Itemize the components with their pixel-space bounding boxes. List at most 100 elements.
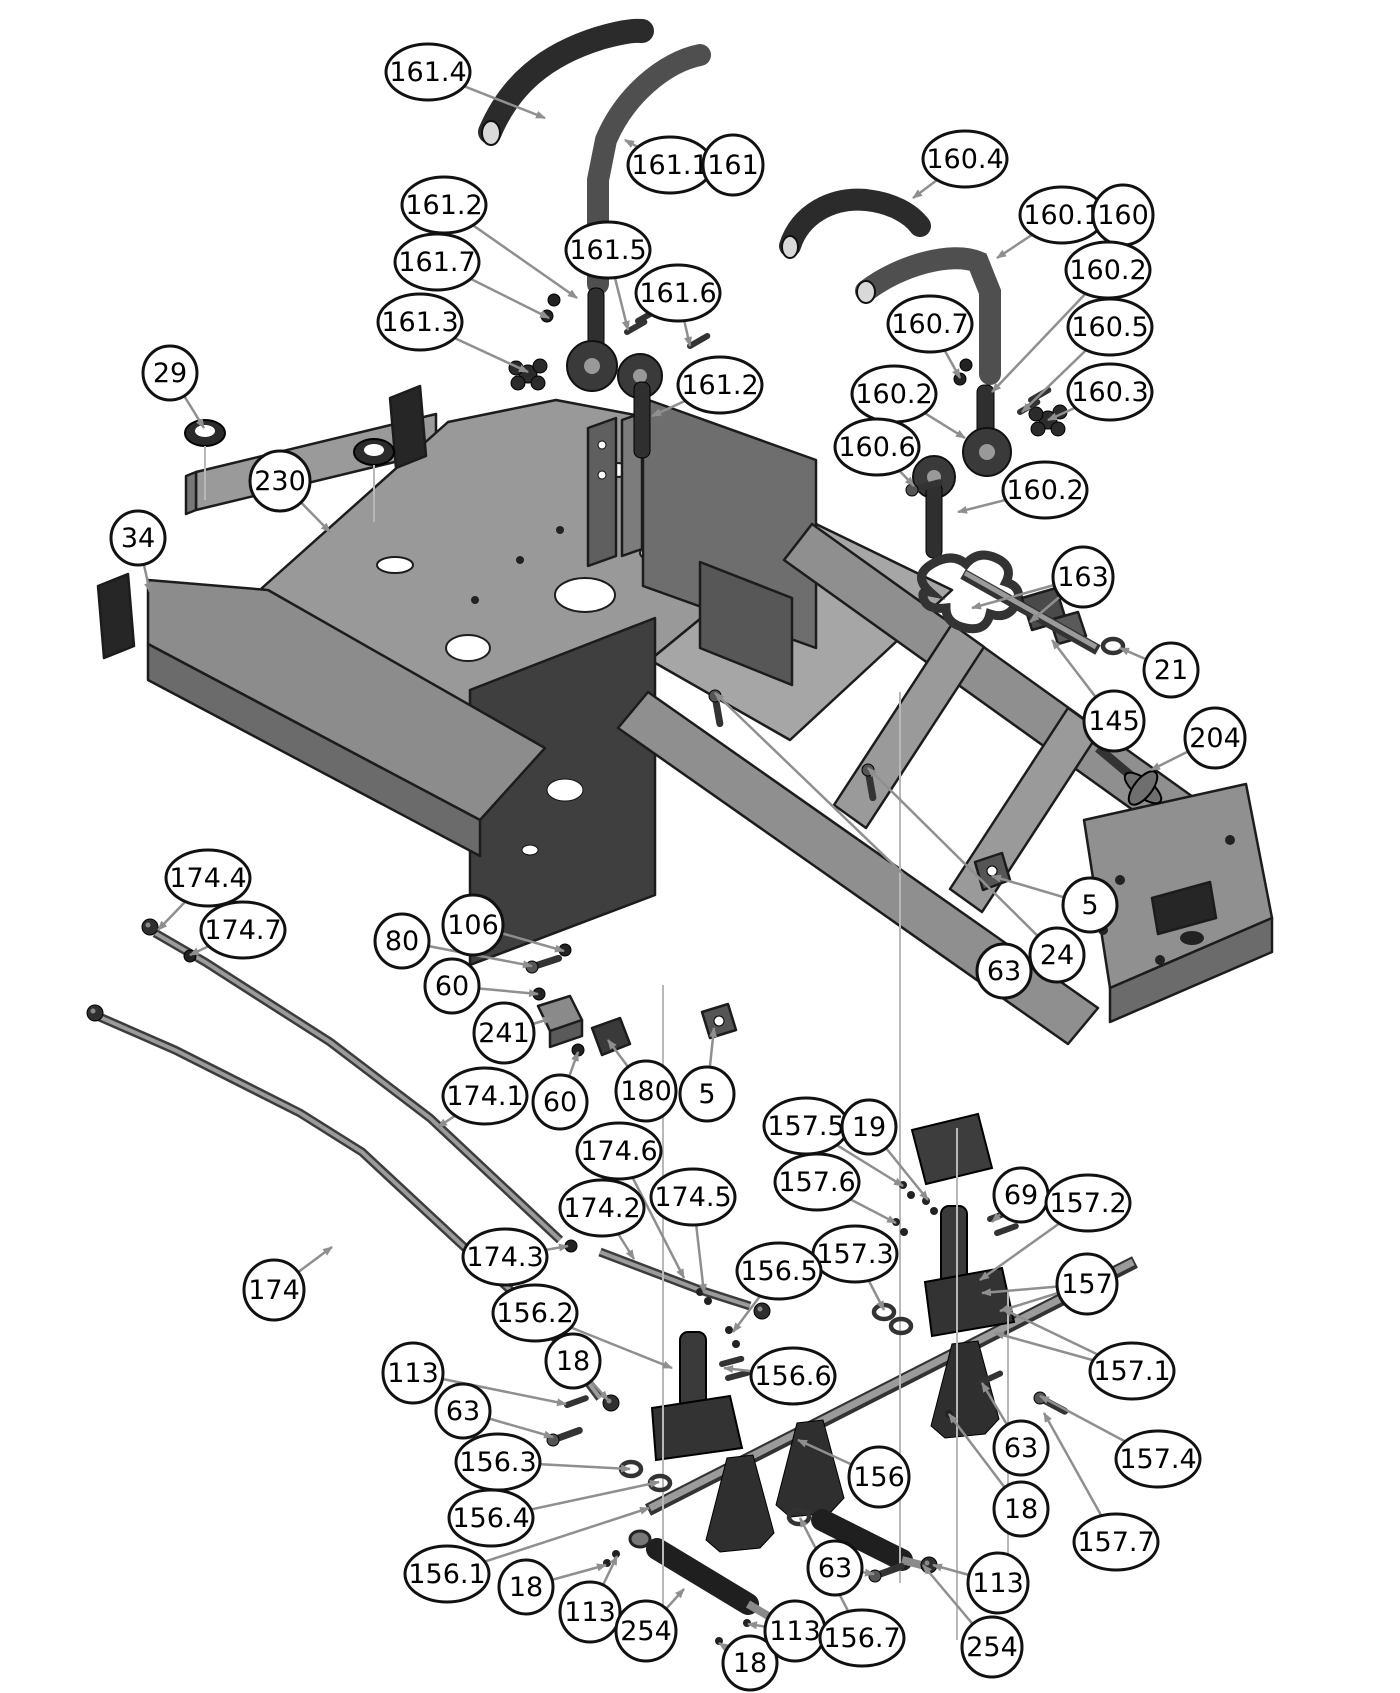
callout-113[interactable]: 113 (763, 1599, 827, 1663)
callout-156.1[interactable]: 156.1 (403, 1544, 491, 1604)
callout-label: 160.6 (838, 432, 915, 463)
callout-label: 160.7 (891, 309, 968, 340)
callout-label: 174.3 (466, 1242, 543, 1273)
callout-156.5[interactable]: 156.5 (735, 1241, 823, 1301)
callout-254[interactable]: 254 (614, 1599, 678, 1663)
callout-label: 254 (620, 1616, 672, 1647)
callout-113[interactable]: 113 (558, 1580, 622, 1644)
callout-156.2[interactable]: 156.2 (491, 1283, 579, 1343)
callout-156.3[interactable]: 156.3 (454, 1432, 542, 1492)
callout-174.4[interactable]: 174.4 (164, 848, 252, 908)
callout-157.6[interactable]: 157.6 (773, 1152, 861, 1212)
callout-label: 156.1 (408, 1559, 485, 1590)
callout-157[interactable]: 157 (1055, 1252, 1119, 1316)
callout-160.7[interactable]: 160.7 (886, 294, 974, 354)
callout-157.3[interactable]: 157.3 (811, 1224, 899, 1284)
callout-18[interactable]: 18 (497, 1558, 555, 1616)
callout-174.1[interactable]: 174.1 (441, 1066, 529, 1126)
callout-161.5[interactable]: 161.5 (564, 220, 652, 280)
callout-161.2[interactable]: 161.2 (400, 175, 488, 235)
callout-157.7[interactable]: 157.7 (1072, 1512, 1160, 1572)
callout-163[interactable]: 163 (1051, 545, 1115, 609)
callout-label: 204 (1189, 723, 1241, 754)
callout-160.2[interactable]: 160.2 (1064, 240, 1152, 300)
callout-5[interactable]: 5 (1061, 876, 1119, 934)
callout-113[interactable]: 113 (966, 1551, 1030, 1615)
callout-label: 160.2 (1006, 475, 1083, 506)
callout-24[interactable]: 24 (1028, 926, 1086, 984)
callout-174[interactable]: 174 (242, 1258, 306, 1322)
callout-18[interactable]: 18 (721, 1634, 779, 1692)
callout-34[interactable]: 34 (109, 509, 167, 567)
callout-204[interactable]: 204 (1183, 706, 1247, 770)
callout-174.3[interactable]: 174.3 (461, 1227, 549, 1287)
callout-161.1[interactable]: 161.1 (626, 135, 714, 195)
leader-line (867, 767, 1058, 956)
callout-157.2[interactable]: 157.2 (1044, 1173, 1132, 1233)
callout-254[interactable]: 254 (960, 1615, 1024, 1679)
callout-60[interactable]: 60 (423, 957, 481, 1015)
callout-157.4[interactable]: 157.4 (1114, 1429, 1202, 1489)
callout-label: 18 (556, 1346, 590, 1377)
pin-hardware (979, 1370, 1004, 1385)
callout-180[interactable]: 180 (614, 1059, 678, 1123)
callout-label: 160.5 (1071, 312, 1148, 343)
callout-160.2[interactable]: 160.2 (850, 364, 938, 424)
callout-63[interactable]: 63 (806, 1539, 864, 1597)
callout-160.1[interactable]: 160.1 (1018, 185, 1106, 245)
callout-18[interactable]: 18 (992, 1480, 1050, 1538)
dot-hardware (732, 1340, 740, 1348)
callout-label: 156 (853, 1462, 905, 1493)
pivot-tower (650, 1331, 744, 1462)
callout-161.7[interactable]: 161.7 (393, 232, 481, 292)
callout-label: 156.6 (754, 1361, 831, 1392)
callout-60[interactable]: 60 (531, 1073, 589, 1131)
callout-63[interactable]: 63 (992, 1419, 1050, 1477)
callout-160.5[interactable]: 160.5 (1066, 297, 1154, 357)
callout-18[interactable]: 18 (544, 1332, 602, 1390)
callout-106[interactable]: 106 (441, 893, 505, 957)
callout-161.3[interactable]: 161.3 (376, 292, 464, 352)
callout-230[interactable]: 230 (248, 449, 312, 513)
callout-label: 230 (254, 466, 306, 497)
callout-160.6[interactable]: 160.6 (833, 417, 921, 477)
callout-156.6[interactable]: 156.6 (749, 1346, 837, 1406)
callout-label: 157.7 (1077, 1527, 1154, 1558)
callout-5[interactable]: 5 (678, 1065, 736, 1123)
callout-160.3[interactable]: 160.3 (1066, 362, 1154, 422)
callout-156.7[interactable]: 156.7 (818, 1608, 906, 1668)
callout-174.5[interactable]: 174.5 (649, 1167, 737, 1227)
callout-label: 156.2 (496, 1298, 573, 1329)
callout-160.4[interactable]: 160.4 (921, 129, 1009, 189)
callout-156.4[interactable]: 156.4 (447, 1488, 535, 1548)
callout-113[interactable]: 113 (381, 1341, 445, 1405)
callout-174.7[interactable]: 174.7 (199, 900, 287, 960)
callout-63[interactable]: 63 (975, 942, 1033, 1000)
callout-174.2[interactable]: 174.2 (558, 1178, 646, 1238)
callout-80[interactable]: 80 (373, 912, 431, 970)
callout-161.2[interactable]: 161.2 (676, 355, 764, 415)
callout-29[interactable]: 29 (141, 344, 199, 402)
callout-label: 63 (987, 956, 1021, 987)
callout-145[interactable]: 145 (1082, 689, 1146, 753)
callout-19[interactable]: 19 (840, 1098, 898, 1156)
callout-156[interactable]: 156 (847, 1445, 911, 1509)
callout-63[interactable]: 63 (434, 1382, 492, 1440)
callout-label: 18 (1004, 1494, 1038, 1525)
star-knob (508, 358, 548, 391)
callout-160.2[interactable]: 160.2 (1001, 460, 1089, 520)
callout-174.6[interactable]: 174.6 (575, 1121, 663, 1181)
callout-160[interactable]: 160 (1091, 183, 1155, 247)
callout-label: 157.5 (767, 1111, 844, 1142)
callout-157.1[interactable]: 157.1 (1088, 1341, 1176, 1401)
callout-label: 60 (543, 1087, 577, 1118)
callout-157.5[interactable]: 157.5 (762, 1096, 850, 1156)
callout-161.4[interactable]: 161.4 (384, 42, 472, 102)
callout-161.6[interactable]: 161.6 (634, 263, 722, 323)
callout-161[interactable]: 161 (701, 133, 765, 197)
callout-69[interactable]: 69 (992, 1166, 1050, 1224)
callout-label: 160.3 (1071, 377, 1148, 408)
callout-label: 24 (1040, 940, 1074, 971)
callout-21[interactable]: 21 (1142, 641, 1200, 699)
callout-241[interactable]: 241 (472, 1001, 536, 1065)
